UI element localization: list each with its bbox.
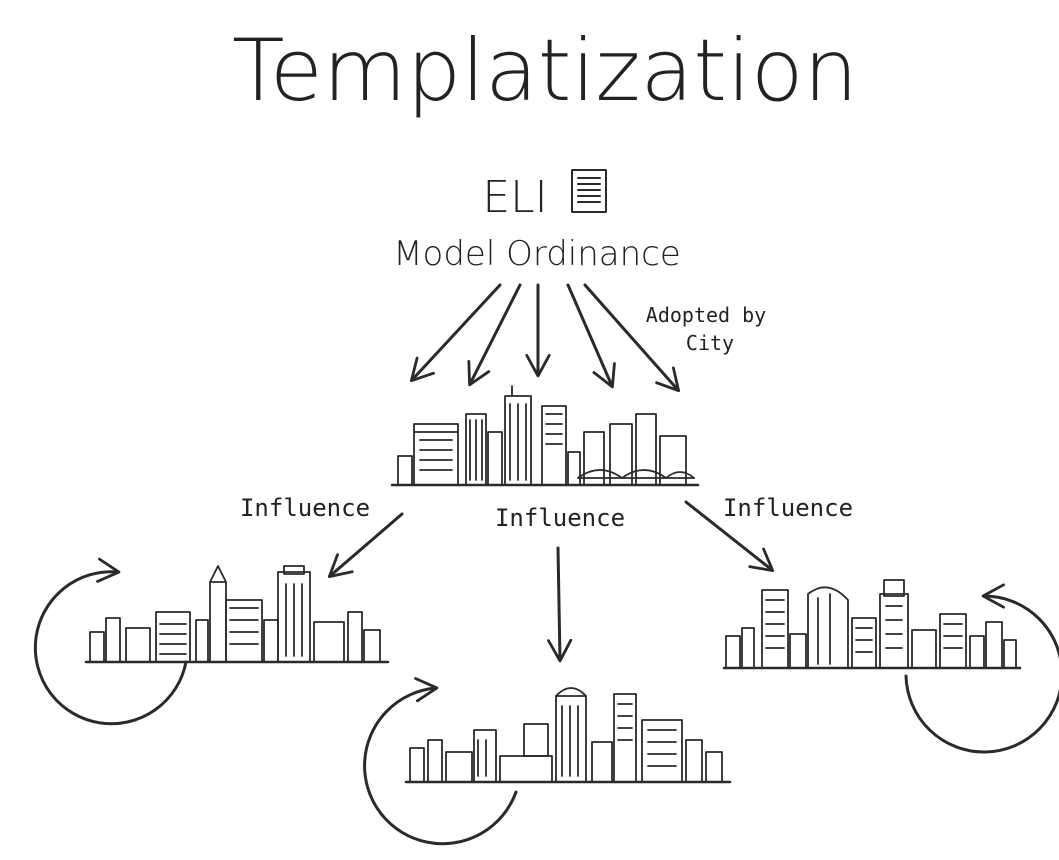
adoption-arrows (409, 283, 681, 393)
influence-arrows (327, 500, 775, 663)
influence-arrow-center (547, 546, 573, 663)
influence-label-center: Influence (495, 504, 625, 532)
main-city-skyline-icon (390, 385, 700, 487)
center-city-skyline-icon (404, 687, 732, 784)
influence-arrow-left (327, 512, 404, 579)
right-cycle-arrow-icon (904, 583, 1059, 754)
adoption-arrow (409, 283, 502, 383)
adoption-arrow (467, 283, 522, 387)
influence-arrow-right (684, 500, 775, 572)
adopted-label-line1: Adopted by (646, 303, 766, 327)
document-icon (571, 169, 607, 213)
right-city-skyline-icon (722, 579, 1022, 670)
influence-label-left: Influence (240, 494, 370, 522)
source-org-label: ELI (482, 172, 547, 223)
diagram-title: Templatization (232, 21, 858, 121)
left-cycle-arrow-icon (33, 557, 188, 726)
adoption-arrow (583, 283, 681, 393)
center-cycle-arrow-icon (363, 677, 518, 846)
influence-label-right: Influence (723, 494, 853, 522)
source-label: Model Ordinance (393, 234, 681, 274)
left-city-skyline-icon (84, 565, 390, 664)
adoption-arrow (566, 283, 616, 389)
adopted-label-line2: City (686, 331, 734, 355)
